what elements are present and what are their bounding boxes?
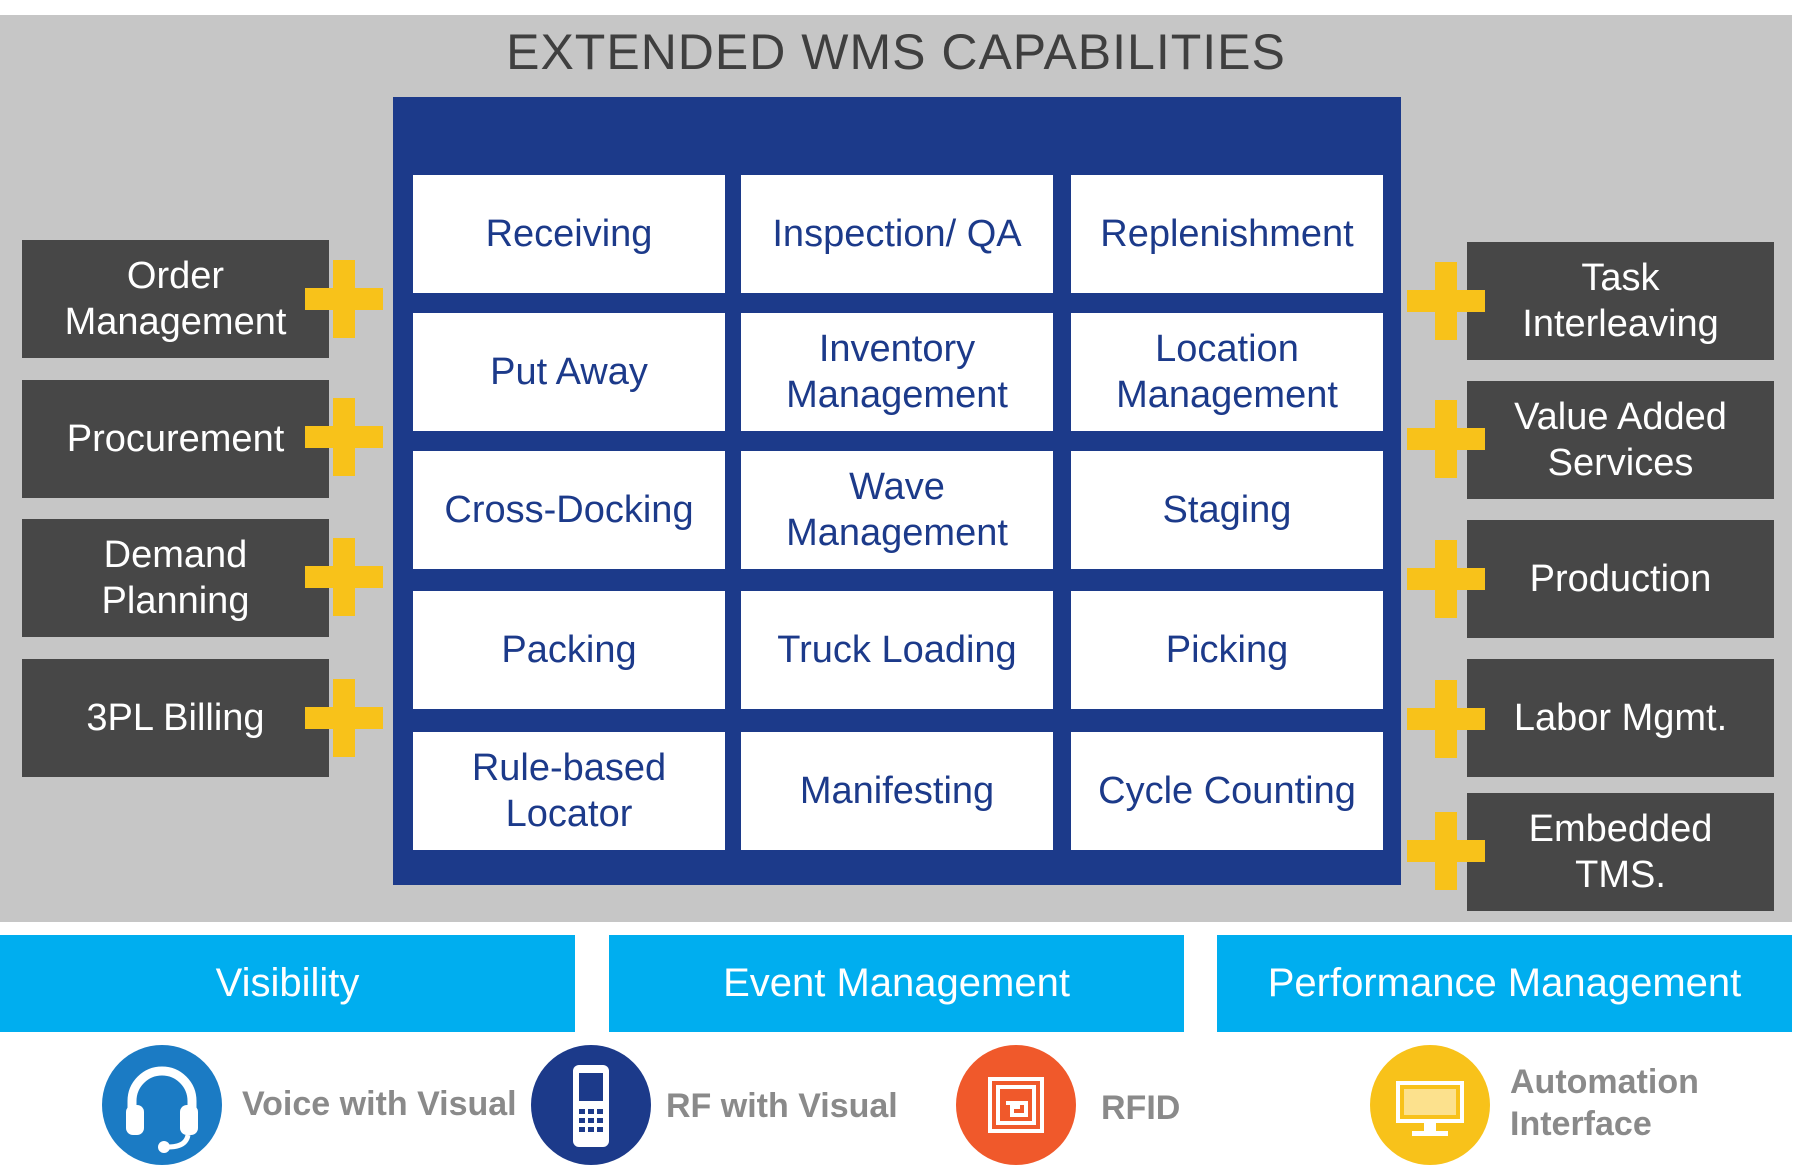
module-task-interleaving: Task Interleaving: [1467, 242, 1774, 360]
diagram-title: EXTENDED WMS CAPABILITIES: [506, 24, 1286, 80]
plus-icon: [305, 260, 383, 338]
core-cell-replenishment: Replenishment: [1071, 175, 1383, 293]
plus-icon: [305, 679, 383, 757]
module-demand-planning: Demand Planning: [22, 519, 329, 637]
core-cell-picking: Picking: [1071, 591, 1383, 709]
handheld-scanner-icon: [531, 1045, 651, 1165]
tech-label-voice: Voice with Visual: [242, 1085, 517, 1123]
core-cell-staging: Staging: [1071, 451, 1383, 569]
core-cell-truck-loading: Truck Loading: [741, 591, 1053, 709]
module-order-management: Order Management: [22, 240, 329, 358]
headset-icon: [102, 1045, 222, 1165]
core-cell-cycle-counting: Cycle Counting: [1071, 732, 1383, 850]
plus-icon: [1407, 262, 1485, 340]
module-production: Production: [1467, 520, 1774, 638]
core-cell-manifesting: Manifesting: [741, 732, 1053, 850]
module-embedded-tms: Embedded TMS.: [1467, 793, 1774, 911]
core-cell-inventory-management: Inventory Management: [741, 313, 1053, 431]
core-cell-rule-based-locator: Rule-based Locator: [413, 732, 725, 850]
module-procurement: Procurement: [22, 380, 329, 498]
plus-icon: [1407, 540, 1485, 618]
core-cell-packing: Packing: [413, 591, 725, 709]
core-cell-cross-docking: Cross-Docking: [413, 451, 725, 569]
module-3pl-billing: 3PL Billing: [22, 659, 329, 777]
core-cell-put-away: Put Away: [413, 313, 725, 431]
plus-icon: [305, 538, 383, 616]
module-labor-mgmt: Labor Mgmt.: [1467, 659, 1774, 777]
bar-performance-management: Performance Management: [1217, 935, 1792, 1032]
plus-icon: [305, 398, 383, 476]
bar-event-management: Event Management: [609, 935, 1184, 1032]
rfid-tag-icon: [956, 1045, 1076, 1165]
tech-label-rfid: RFID: [1101, 1089, 1181, 1127]
plus-icon: [1407, 400, 1485, 478]
bar-visibility: Visibility: [0, 935, 575, 1032]
core-cell-receiving: Receiving: [413, 175, 725, 293]
core-cell-inspection-qa: Inspection/ QA: [741, 175, 1053, 293]
plus-icon: [1407, 812, 1485, 890]
module-value-added-services: Value Added Services: [1467, 381, 1774, 499]
plus-icon: [1407, 680, 1485, 758]
core-cell-location-management: Location Management: [1071, 313, 1383, 431]
tech-label-rf: RF with Visual: [666, 1087, 898, 1125]
tech-label-automation: Automation Interface: [1510, 1063, 1699, 1143]
core-cell-wave-management: Wave Management: [741, 451, 1053, 569]
automation-display-icon: [1370, 1045, 1490, 1165]
